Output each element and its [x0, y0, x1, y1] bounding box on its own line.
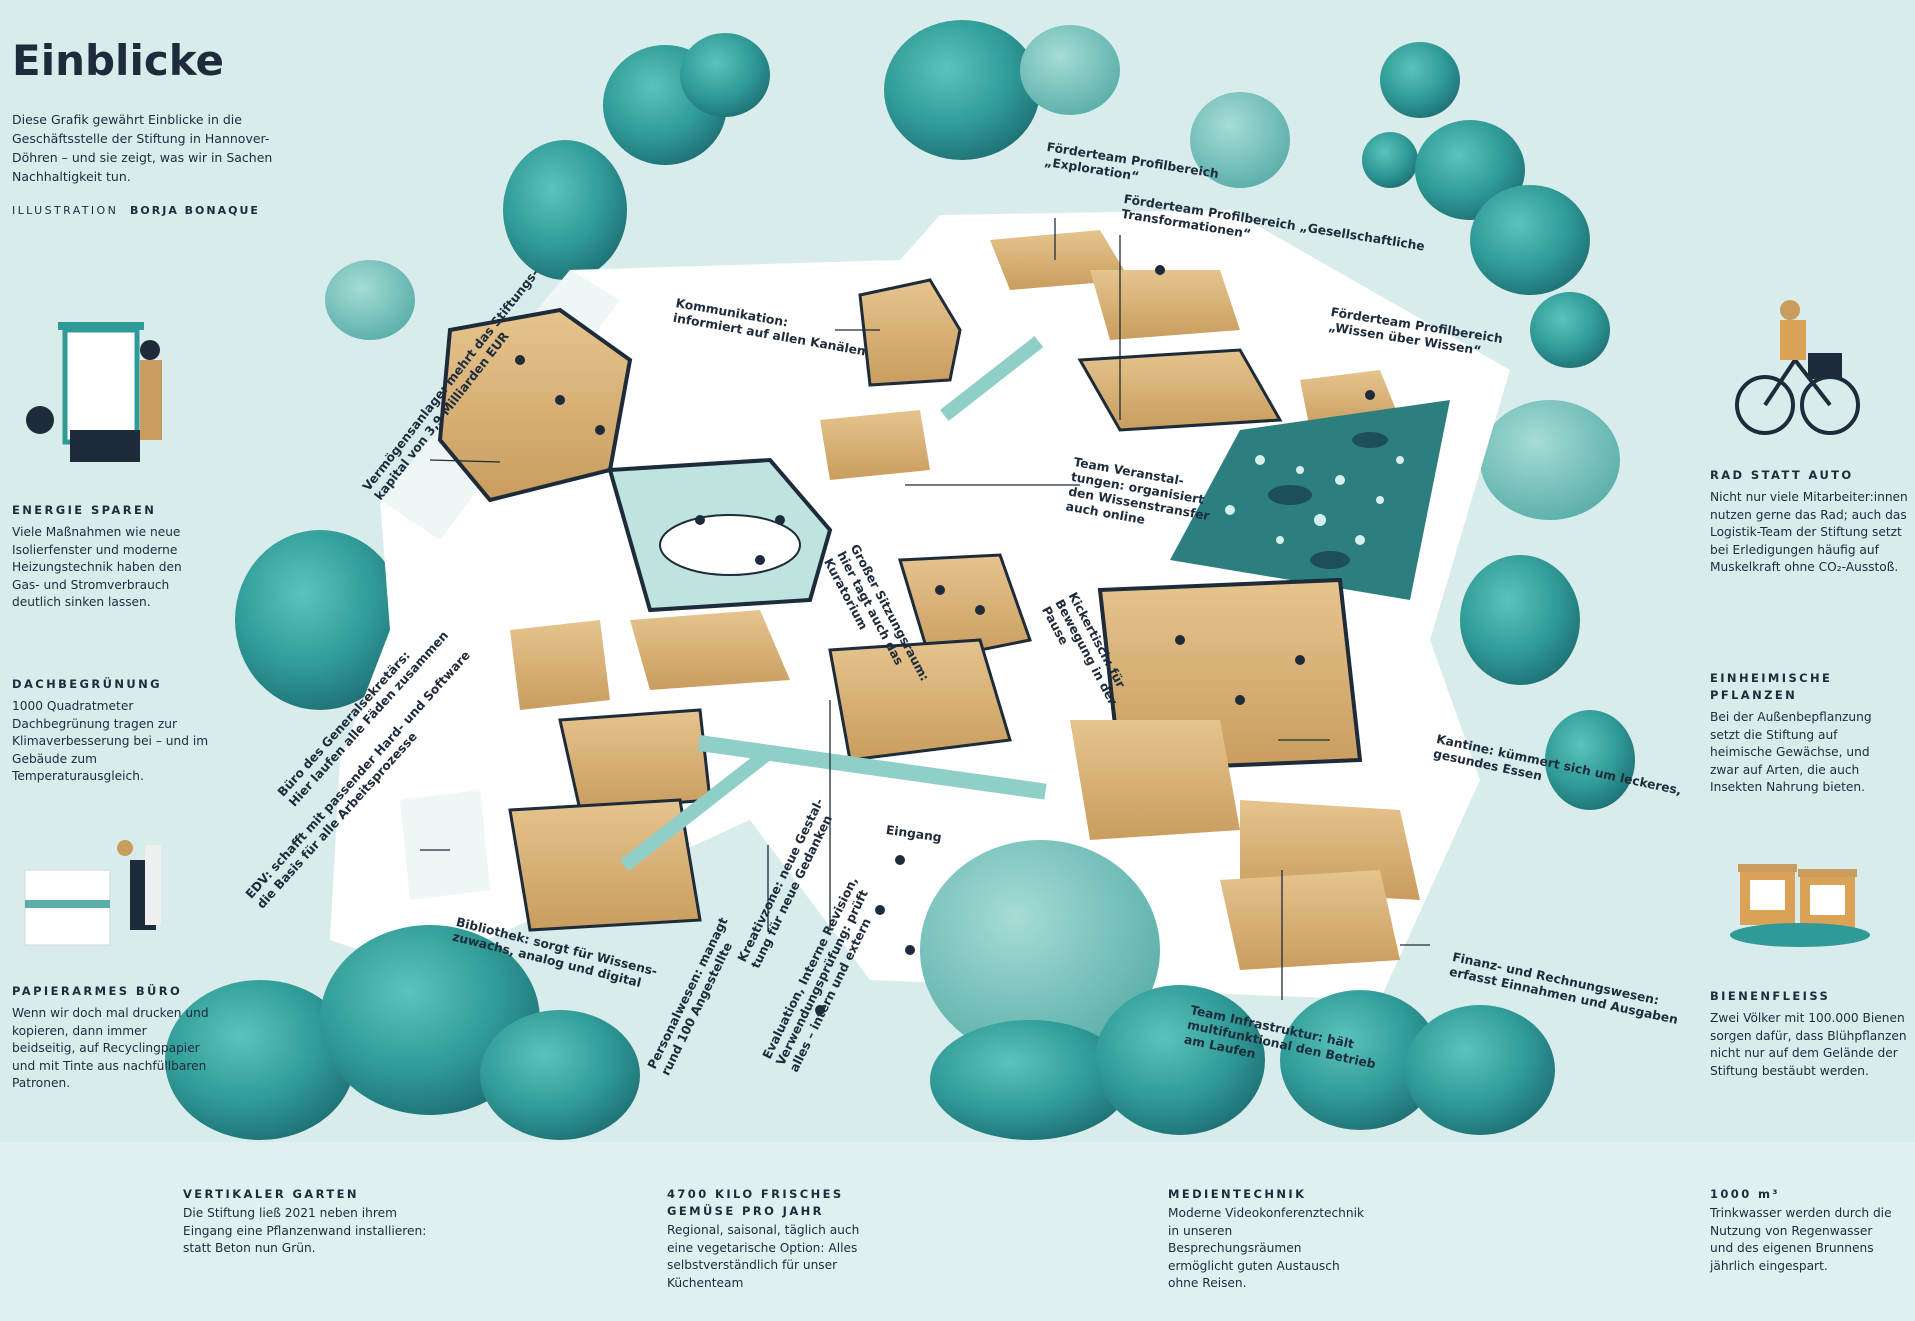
trees-side	[235, 400, 1635, 810]
note-heading: VERTIKALER GARTEN	[183, 1187, 359, 1201]
note-heading: EINHEIMISCHE PFLANZEN	[1710, 671, 1833, 702]
note-text: Viele Maßnahmen wie neue Isolierfenster …	[12, 525, 182, 609]
note-papierarmes-buero: PAPIERARMES BÜRO Wenn wir doch mal druck…	[12, 983, 212, 1093]
credit-name: BORJA BONAQUE	[130, 204, 260, 217]
note-text: Regional, saisonal, täglich auch eine ve…	[667, 1223, 860, 1290]
note-heading: 4700 KILO FRISCHES GEMÜSE PRO JAHR	[667, 1187, 844, 1218]
note-heading: DACHBEGRÜNUNG	[12, 677, 162, 691]
note-energie-sparen: ENERGIE SPAREN Viele Maßnahmen wie neue …	[12, 502, 212, 612]
note-heading: 1000 m³	[1710, 1187, 1780, 1201]
trees-top	[325, 20, 1610, 368]
note-vertikaler-garten: VERTIKALER GARTEN Die Stiftung ließ 2021…	[183, 1186, 428, 1258]
window-heater-icon	[26, 322, 162, 462]
leader-lines	[420, 218, 1430, 1000]
note-text: Wenn wir doch mal drucken und kopieren, …	[12, 1006, 209, 1090]
copier-icon	[24, 840, 161, 946]
bicycle-icon	[1735, 300, 1860, 435]
note-heading: BIENENFLEISS	[1710, 989, 1831, 1003]
note-text: Die Stiftung ließ 2021 neben ihrem Einga…	[183, 1206, 427, 1255]
note-einheimische-pflanzen: EINHEIMISCHE PFLANZEN Bei der Außenbepfl…	[1710, 670, 1900, 797]
note-heading: MEDIENTECHNIK	[1168, 1187, 1307, 1201]
note-heading: PAPIERARMES BÜRO	[12, 984, 183, 998]
note-dachbegruenung: DACHBEGRÜNUNG 1000 Quadratmeter Dachbegr…	[12, 676, 212, 786]
illustration-credit: ILLUSTRATION BORJA BONAQUE	[12, 204, 260, 217]
note-bienenfleiss: BIENENFLEISS Zwei Völker mit 100.000 Bie…	[1710, 988, 1910, 1080]
note-gemuese: 4700 KILO FRISCHES GEMÜSE PRO JAHR Regio…	[667, 1186, 867, 1292]
note-text: Moderne Videokonferenztechnik in unseren…	[1168, 1206, 1365, 1290]
people-figures	[515, 265, 1375, 1015]
note-text: Nicht nur viele Mitarbeiter:innen nutzen…	[1710, 490, 1908, 574]
note-heading: ENERGIE SPAREN	[12, 503, 157, 517]
credit-label: ILLUSTRATION	[12, 204, 119, 217]
note-medientechnik: MEDIENTECHNIK Moderne Videokonferenztech…	[1168, 1186, 1368, 1293]
beehive-icon	[1730, 864, 1870, 947]
note-trinkwasser: 1000 m³ Trinkwasser werden durch die Nut…	[1710, 1186, 1895, 1275]
trees-bottom	[165, 840, 1555, 1140]
building	[330, 210, 1510, 1000]
note-text: 1000 Quadratmeter Dachbegrünung tragen z…	[12, 699, 209, 783]
page-title: Einblicke	[12, 36, 225, 85]
bottom-band	[0, 1142, 1915, 1321]
note-text: Trinkwasser werden durch die Nutzung von…	[1710, 1206, 1892, 1273]
note-text: Zwei Völker mit 100.000 Bienen sorgen da…	[1710, 1011, 1907, 1078]
note-rad-statt-auto: RAD STATT AUTO Nicht nur viele Mitarbeit…	[1710, 467, 1910, 577]
note-heading: RAD STATT AUTO	[1710, 468, 1854, 482]
note-text: Bei der Außenbepflanzung setzt die Stift…	[1710, 710, 1872, 794]
intro-text: Diese Grafik gewährt Einblicke in die Ge…	[12, 112, 273, 184]
